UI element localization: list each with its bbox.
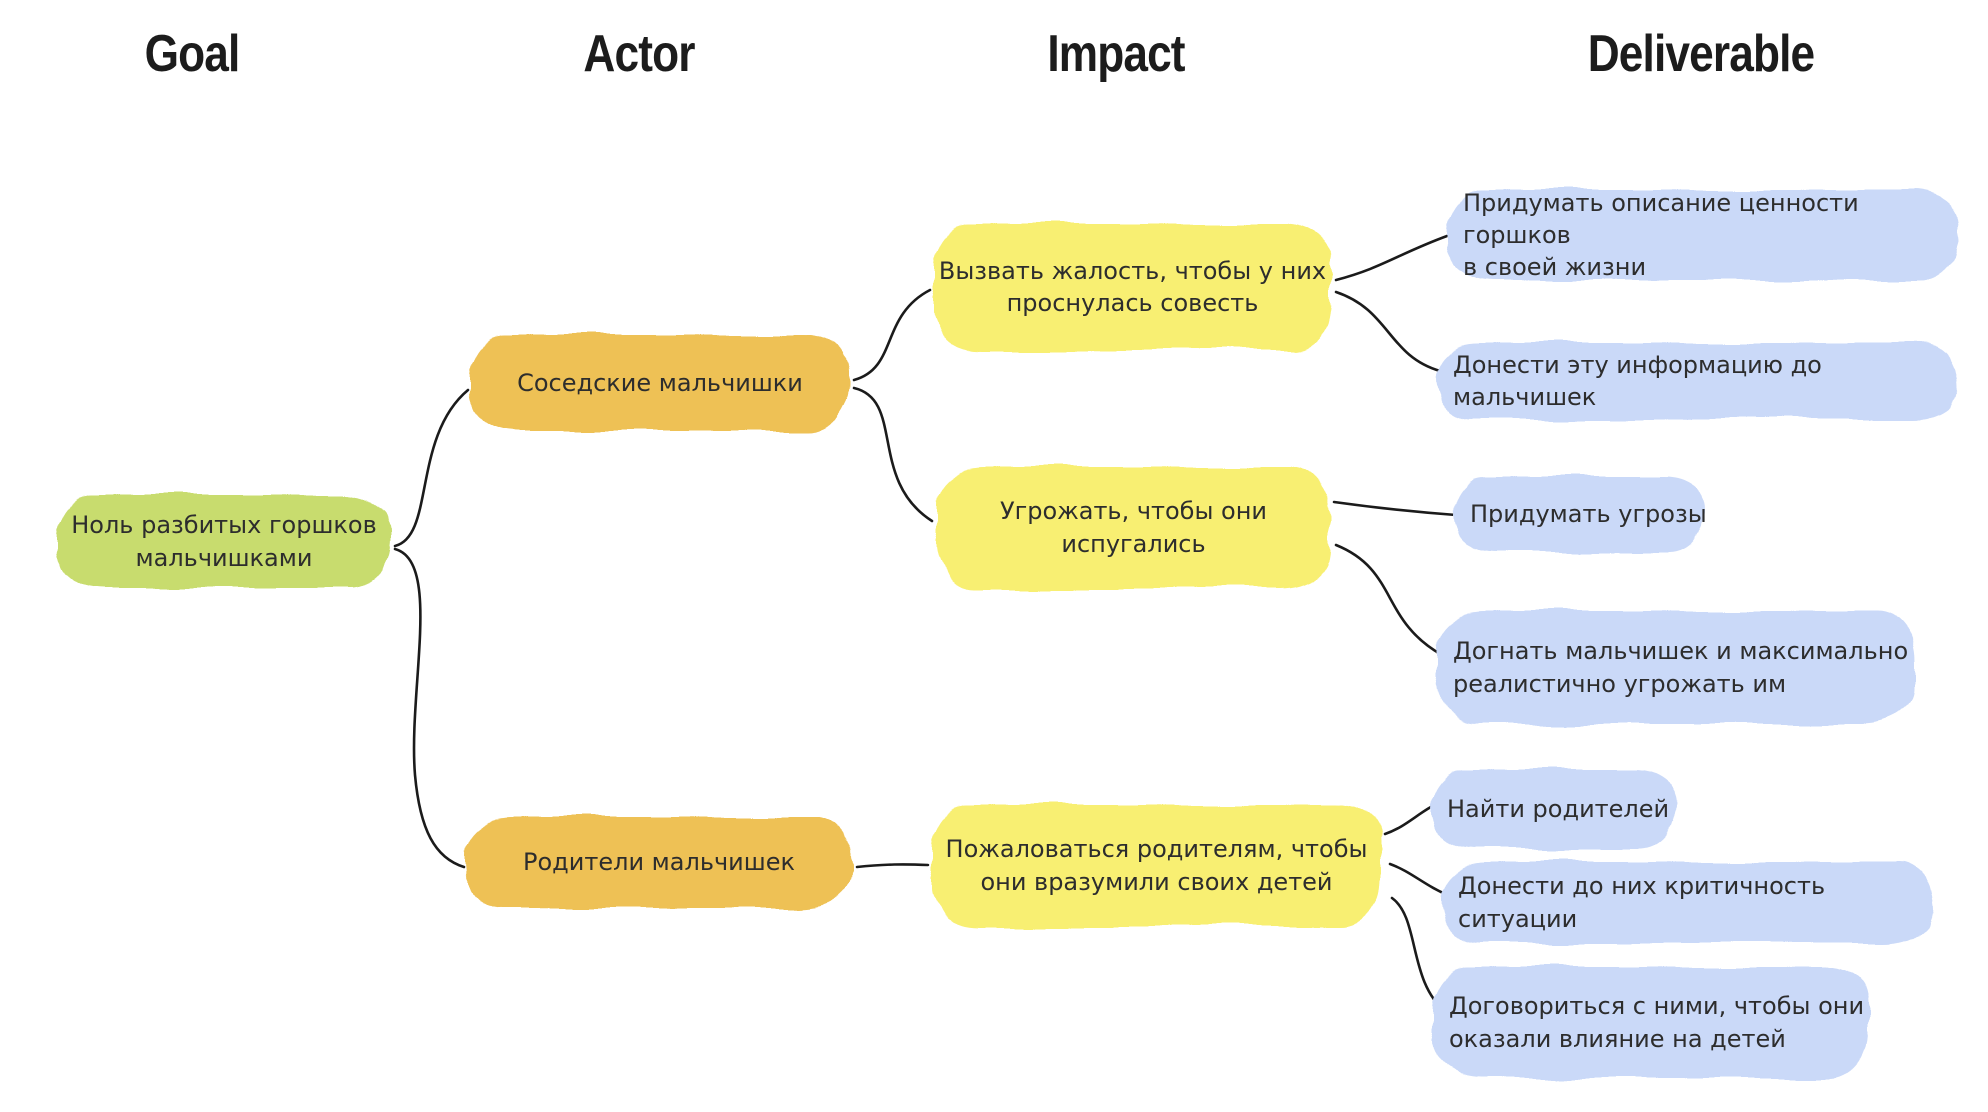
node-deliverable-convey-criticality-label: Донести до них критичность ситуации <box>1458 872 1826 933</box>
node-deliverable-chase-and-threaten[interactable]: Догнать мальчишек и максимально реалисти… <box>1435 609 1916 726</box>
connector-impact1-to-deliverable1 <box>1334 234 1449 282</box>
column-header-goal: Goal <box>136 24 248 84</box>
node-deliverable-invent-threats[interactable]: Придумать угрозы <box>1452 475 1707 553</box>
node-deliverable-find-parents-label: Найти родителей <box>1447 794 1670 823</box>
node-impact-evoke-pity[interactable]: Вызвать жалость, чтобы у них проснулась … <box>932 222 1333 352</box>
node-impact-threaten-label: Угрожать, чтобы они испугались <box>999 497 1268 558</box>
column-header-goal-label: Goal <box>144 25 241 83</box>
connector-impact2-to-deliverable3 <box>1332 500 1458 517</box>
node-actor-parents[interactable]: Родители мальчишек <box>463 815 855 910</box>
node-actor-neighbor-boys[interactable]: Соседские мальчишки <box>468 333 852 433</box>
node-deliverable-agree-influence[interactable]: Договориться с ними, чтобы они оказали в… <box>1431 965 1871 1080</box>
connector-actor2-to-impact3 <box>855 863 930 869</box>
connector-actor1-to-impact2 <box>852 386 934 523</box>
node-deliverable-value-description[interactable]: Придумать описание ценности горшков в св… <box>1445 188 1961 282</box>
column-header-deliverable: Deliverable <box>1568 24 1835 84</box>
node-actor-parents-label: Родители мальчишек <box>523 848 795 877</box>
node-deliverable-convey-info-label: Донести эту информацию до мальчишек <box>1453 350 1822 411</box>
node-deliverable-convey-info[interactable]: Донести эту информацию до мальчишек <box>1435 341 1960 421</box>
node-impact-complain-to-parents[interactable]: Пожаловаться родителям, чтобы они вразум… <box>930 803 1383 928</box>
node-deliverable-invent-threats-label: Придумать угрозы <box>1470 499 1707 528</box>
node-deliverable-chase-and-threaten-label: Догнать мальчишек и максимально реалисти… <box>1453 637 1909 698</box>
node-goal-label: Ноль разбитых горшков мальчишками <box>71 511 377 572</box>
node-goal[interactable]: Ноль разбитых горшков мальчишками <box>55 493 393 590</box>
node-deliverable-find-parents[interactable]: Найти родителей <box>1429 768 1679 850</box>
connector-goal-to-actor1 <box>393 388 470 548</box>
node-actor-neighbor-boys-label: Соседские мальчишки <box>517 368 803 397</box>
node-deliverable-value-description-label: Придумать описание ценности горшков в св… <box>1463 188 1859 282</box>
node-impact-complain-to-parents-label: Пожаловаться родителям, чтобы они вразум… <box>945 835 1368 896</box>
connector-goal-to-actor2 <box>393 547 466 869</box>
column-header-impact-label: Impact <box>1047 25 1185 83</box>
node-impact-threaten[interactable]: Угрожать, чтобы они испугались <box>935 465 1332 590</box>
column-header-actor: Actor <box>574 24 705 84</box>
connector-impact1-to-deliverable2 <box>1334 290 1442 373</box>
column-header-actor-label: Actor <box>583 25 695 83</box>
node-deliverable-agree-influence-label: Договориться с ними, чтобы они оказали в… <box>1449 992 1865 1053</box>
node-deliverable-convey-criticality[interactable]: Донести до них критичность ситуации <box>1440 860 1935 945</box>
connector-actor1-to-impact1 <box>852 288 932 382</box>
node-impact-evoke-pity-label: Вызвать жалость, чтобы у них проснулась … <box>938 256 1327 317</box>
connector-impact2-to-deliverable4 <box>1334 543 1444 657</box>
column-header-deliverable-label: Deliverable <box>1587 25 1815 83</box>
column-header-impact: Impact <box>1035 24 1197 84</box>
